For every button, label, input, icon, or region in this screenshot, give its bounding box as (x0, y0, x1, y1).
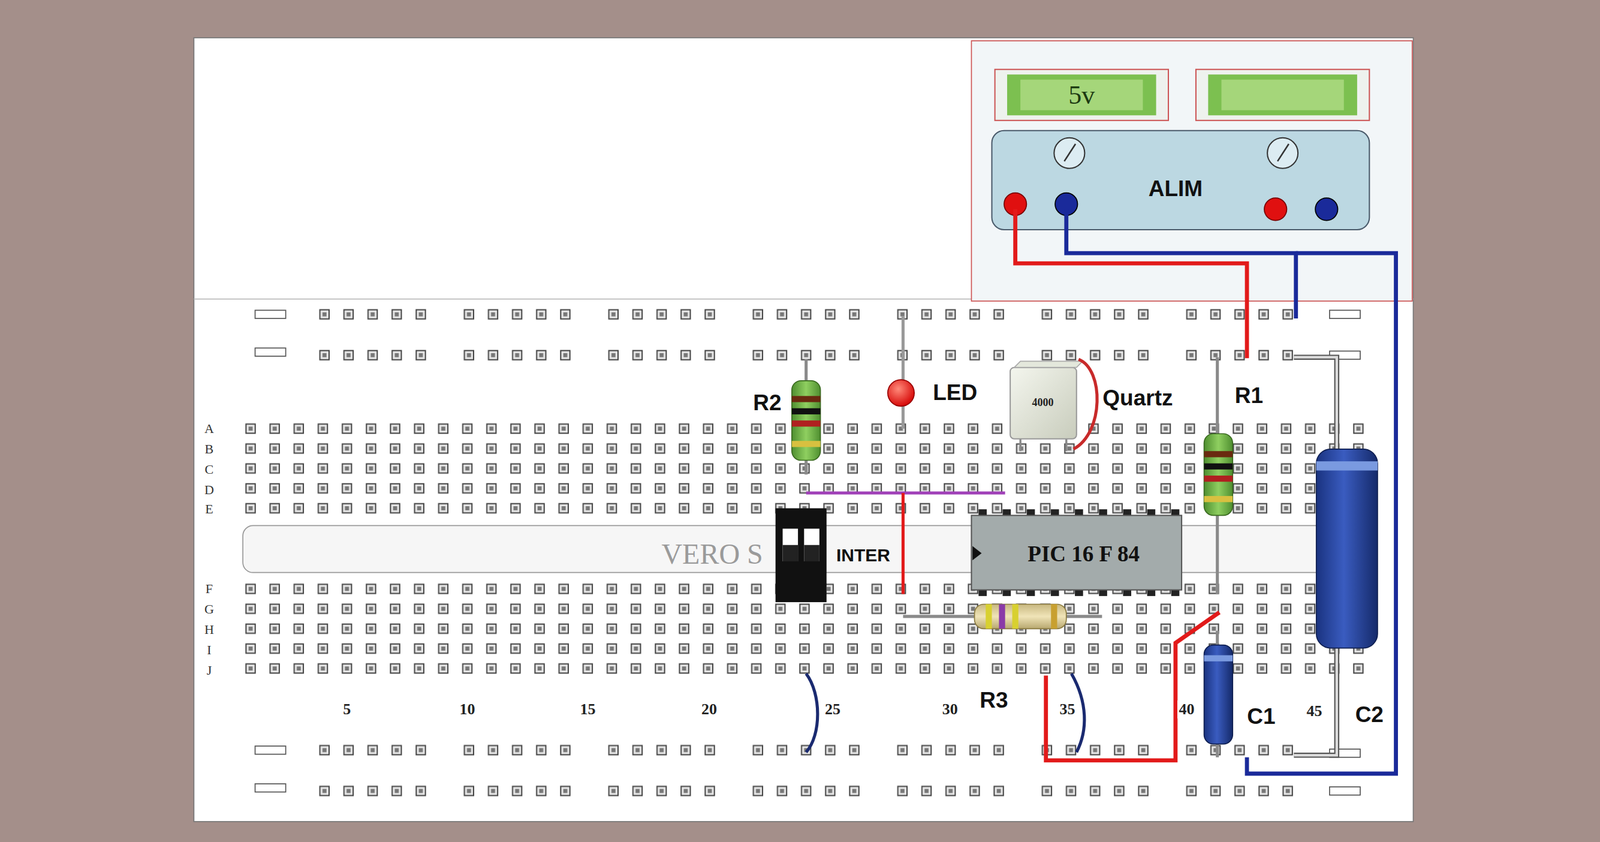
part-label: C2 (1355, 701, 1384, 728)
part-label: Quartz (1102, 385, 1173, 411)
column-number: 25 (823, 700, 843, 719)
column-number: 10 (457, 700, 478, 719)
column-number: 40 (1177, 700, 1197, 719)
part-label: INTER (836, 544, 891, 566)
column-number: 45 (1304, 701, 1324, 720)
column-number: 20 (699, 700, 719, 719)
row-letter: E (205, 501, 213, 517)
chip-name: PIC 16 F 84 (1027, 540, 1140, 566)
row-letter: I (206, 642, 212, 658)
row-letter: A (204, 420, 215, 437)
crystal-marking: 4000 (1032, 395, 1054, 409)
part-label: R1 (1234, 383, 1264, 409)
row-letter: G (204, 601, 215, 617)
part-label: LED (932, 380, 978, 406)
column-number: 35 (1057, 700, 1077, 719)
row-letter: F (205, 580, 213, 597)
column-number: 30 (940, 700, 960, 719)
part-label: R2 (752, 390, 782, 416)
power-supply-panel: ALIM (992, 130, 1370, 230)
voltage-display: 5v (1007, 74, 1157, 116)
row-letter: C (205, 461, 215, 478)
column-number: 5 (341, 700, 353, 719)
row-letter: B (205, 441, 215, 457)
part-label: C1 (1246, 703, 1276, 729)
column-number: 15 (577, 700, 598, 719)
quartz-crystal: 4000Quartz (1010, 367, 1077, 439)
part-label: R3 (979, 687, 1008, 713)
board-brand: VERO S (661, 536, 763, 570)
row-letter: H (204, 621, 215, 638)
voltage-reading: 5v (1068, 79, 1095, 111)
supply-name: ALIM (1148, 176, 1203, 202)
row-letter: J (206, 662, 213, 679)
microcontroller-chip: PIC 16 F 84 (971, 515, 1182, 590)
row-letter: D (204, 481, 215, 498)
